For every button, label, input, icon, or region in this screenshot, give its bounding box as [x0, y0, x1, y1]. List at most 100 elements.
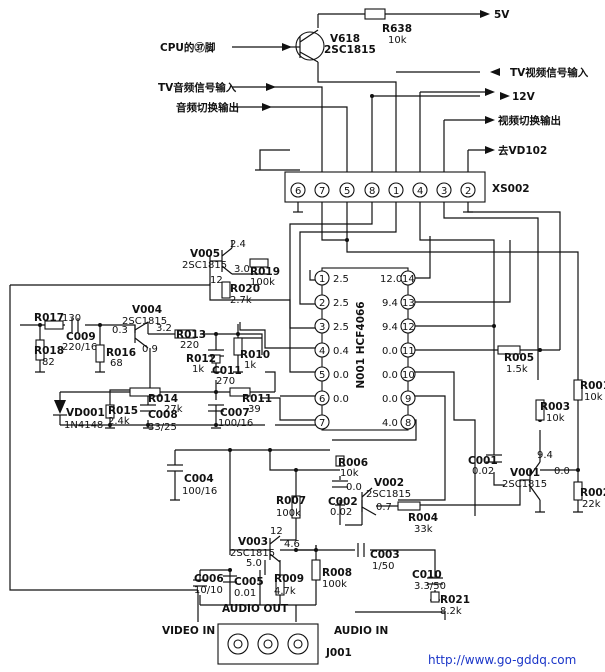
label-r009-ref: R009 [274, 573, 304, 585]
ic-pin-label: 14 [402, 274, 415, 285]
label-r014-ref: R014 [148, 393, 178, 405]
label-r007-ref: R007 [276, 495, 306, 507]
label-c003-ref: C003 [370, 549, 400, 561]
xs002-pin-label: 8 [369, 186, 375, 197]
ic-pin-circle [400, 318, 416, 334]
ic-pin-voltage: 9.4 [382, 322, 398, 333]
transistor-v004 [134, 321, 149, 349]
label-c007-val: 100/16 [218, 418, 253, 429]
label-c002-ref: C002 [328, 496, 358, 508]
resistor-r019 [249, 258, 269, 268]
label-r638-val: 10k [388, 35, 407, 46]
ic-pin-circle [400, 366, 416, 382]
resistor-r020 [221, 281, 231, 299]
label-r017-ref: R017 [34, 312, 64, 324]
label-v003-ve: 4.6 [284, 539, 300, 550]
label-r013-val: 220 [180, 340, 199, 351]
ic-pin-label: 8 [405, 418, 411, 429]
rca-jack-center [293, 639, 303, 649]
label-12v: 12V [512, 91, 536, 103]
label-r016-val: 68 [110, 358, 123, 369]
label-c006-val: 10/10 [194, 585, 223, 596]
xs002-pin-label: 4 [417, 186, 423, 197]
label-xs002: XS002 [492, 183, 530, 195]
ic-pin-label: 6 [319, 394, 325, 405]
label-audio-switch-out: 音频切换输出 [176, 101, 239, 114]
label-tv-video-in: TV视频信号输入 [510, 66, 589, 79]
ic-pin-circle [314, 318, 330, 334]
label-r012-ref: R012 [186, 353, 216, 365]
ic-pin-label: 7 [319, 418, 325, 429]
label-c010-ref: C010 [412, 569, 442, 581]
ic-pin-label: 13 [402, 298, 415, 309]
label-r018-val: 82 [42, 357, 55, 368]
ic-pin-circle [314, 294, 330, 310]
label-r015-val: 2.4k [108, 416, 130, 427]
label-r020-ref: R020 [230, 283, 260, 295]
ic-pin-circle [400, 390, 416, 406]
resistor-r010 [233, 337, 243, 356]
resistor-r002 [573, 481, 583, 501]
resistor-r015 [105, 404, 115, 419]
transistor-v002 [361, 487, 398, 516]
ic-pin-circle [400, 342, 416, 358]
label-r016-ref: R016 [106, 347, 136, 359]
label-c001-val: 0.02 [472, 466, 494, 477]
label-r005-ref: R005 [504, 352, 534, 364]
label-v005-ref: V005 [190, 248, 220, 260]
label-ic-name: N001 HCF4066 [355, 301, 367, 388]
label-r004-val: 33k [414, 524, 433, 535]
ic-pin-label: 9 [405, 394, 411, 405]
ic-pin-circle [400, 294, 416, 310]
label-v002-ref: V002 [374, 477, 404, 489]
connector-xs002 [284, 171, 486, 203]
transistor-v001 [529, 461, 560, 501]
label-r018-ref: R018 [34, 345, 64, 357]
ic-pin-label: 2 [319, 298, 325, 309]
ic-pin-label: 1 [319, 274, 325, 285]
capacitor-c001 [486, 454, 502, 463]
label-j001: J001 [325, 647, 352, 659]
xs002-pin-label: 5 [344, 186, 350, 197]
label-audio-in: AUDIO IN [334, 625, 388, 637]
capacitor-c007 [208, 404, 224, 412]
resistor-r021 [430, 591, 440, 603]
label-v005-ve: 3.0 [234, 264, 250, 275]
ic-pin-label: 4 [319, 346, 325, 357]
xs002-pin-circle [460, 182, 476, 198]
label-c007-ref: C007 [220, 407, 250, 419]
xs002-pin-label: 7 [319, 186, 325, 197]
ic-n001-hcf4066 [321, 267, 409, 431]
label-audio-out: AUDIO OUT [222, 603, 289, 615]
ic-pin-voltage: 4.0 [382, 418, 398, 429]
label-v004-ref: V004 [132, 304, 162, 316]
resistor-r006 [335, 455, 345, 467]
capacitor-c005 [223, 575, 237, 583]
label-v001-ref: V001 [510, 467, 540, 479]
resistor-r012 [211, 354, 221, 364]
ic-pin-circle [400, 414, 416, 430]
label-r006-val: 10k [340, 468, 359, 479]
label-c005-ref: C005 [234, 576, 264, 588]
resistor-r017 [44, 320, 64, 330]
transistor-v005 [210, 240, 270, 275]
arrows [262, 10, 510, 154]
ic-pin-voltage: 0.0 [382, 346, 398, 357]
label-v005-vb: 12 [210, 275, 223, 286]
label-v001-type: 2SC1815 [502, 479, 547, 490]
label-c006-ref: C006 [194, 573, 224, 585]
label-v003-ref: V003 [238, 536, 268, 548]
resistor-r638 [364, 8, 386, 20]
label-c008-val: 33/25 [148, 422, 177, 433]
capacitor-c010 [427, 577, 443, 585]
ic-pin-circle [314, 342, 330, 358]
label-video-switch-out: 视频切换输出 [498, 114, 561, 127]
label-r010-ref: R010 [240, 349, 270, 361]
transistor-v003 [230, 535, 281, 563]
label-v002-vb: 0.0 [346, 482, 362, 493]
label-r020-val: 2.7k [230, 295, 252, 306]
resistor-r005 [497, 345, 521, 355]
ic-pin-circle [314, 414, 330, 430]
xs002-pin-label: 2 [465, 186, 471, 197]
